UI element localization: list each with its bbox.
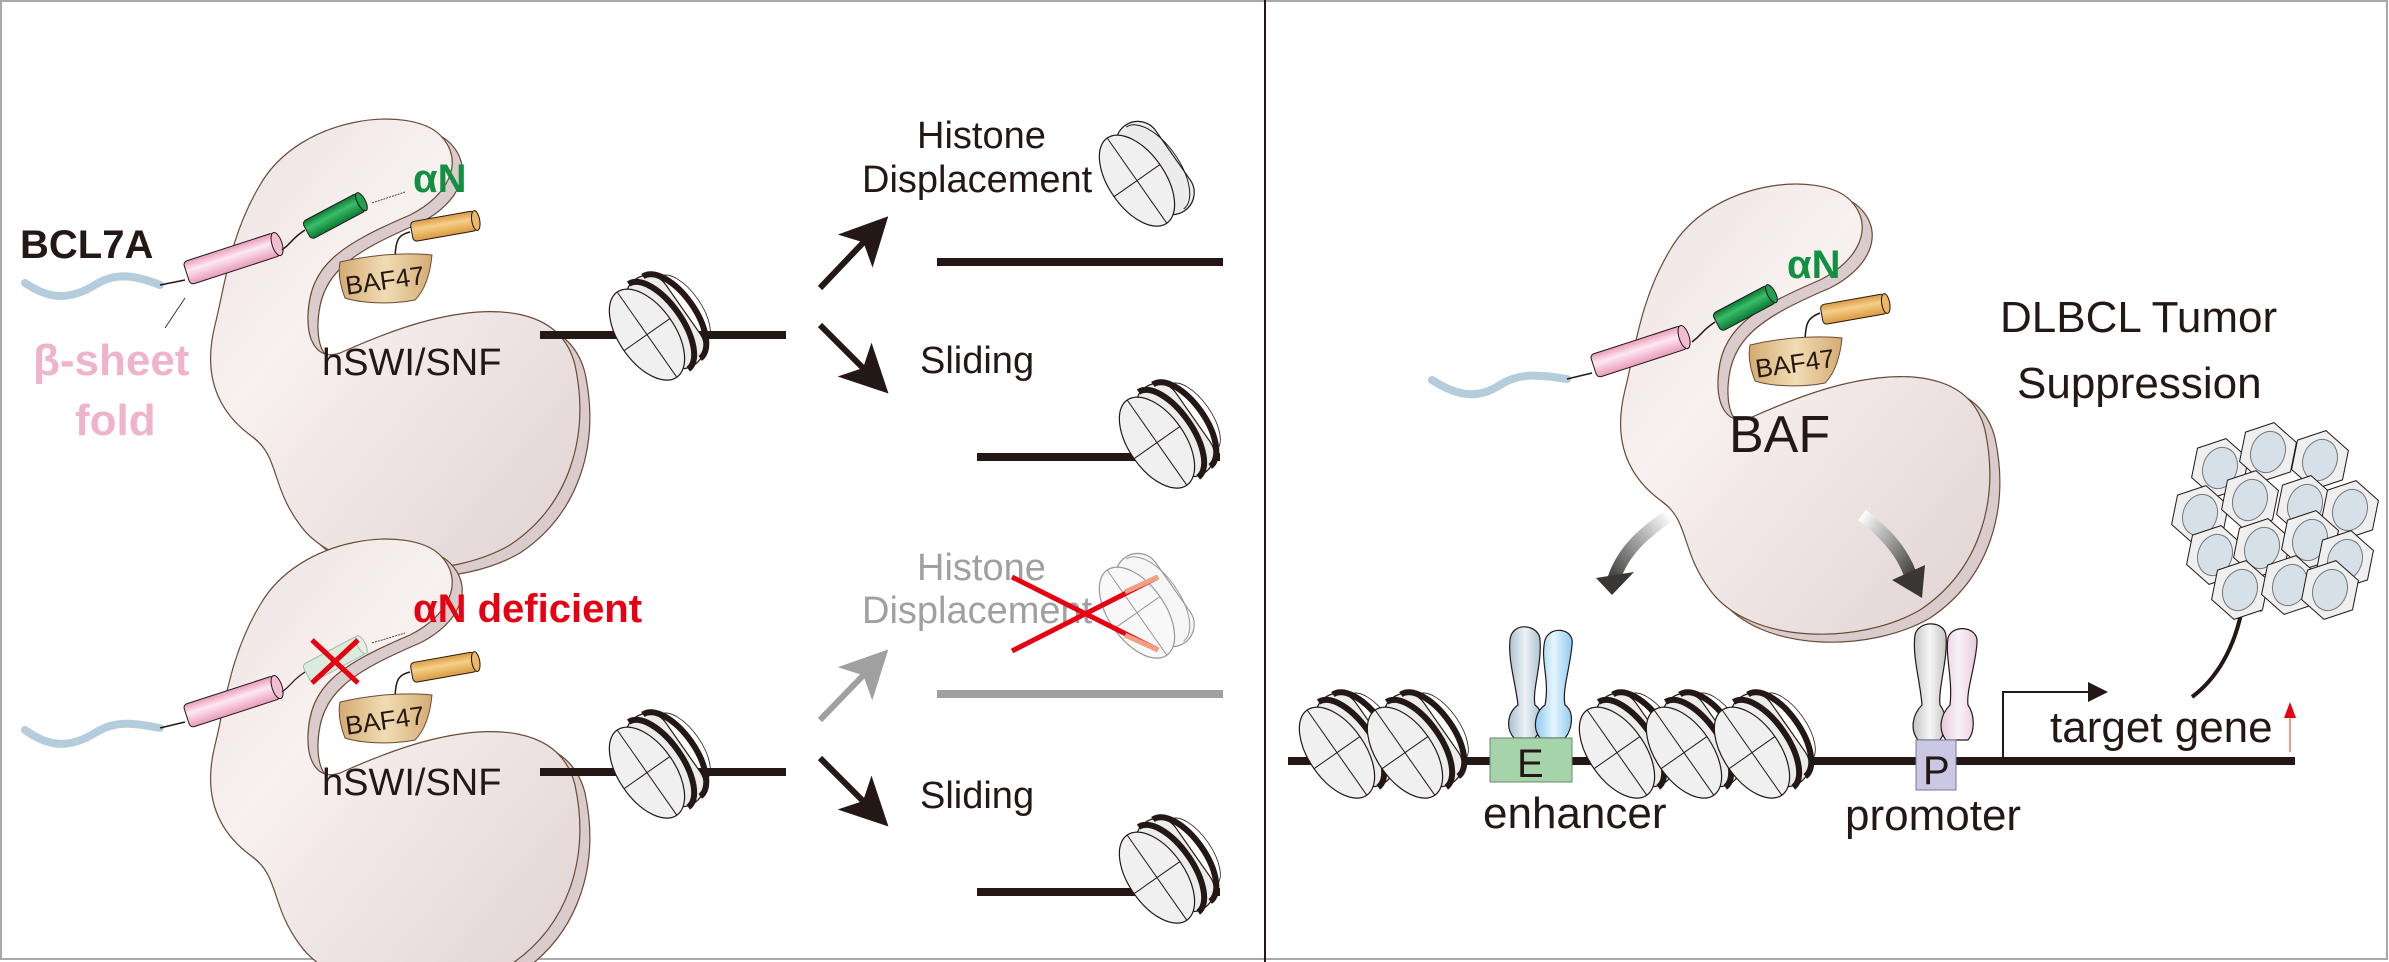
orange-helix bbox=[410, 651, 481, 683]
tumor-cell-nucleus bbox=[2196, 533, 2234, 577]
enhancer-letter: E bbox=[1517, 742, 1544, 786]
target-gene-label: target gene bbox=[2050, 703, 2273, 752]
enhancer-label: enhancer bbox=[1483, 789, 1666, 838]
outcome-sliding: Sliding bbox=[920, 775, 1034, 817]
alpha-n-label: αN bbox=[413, 157, 466, 201]
tumor-cell-nucleus bbox=[2311, 568, 2349, 612]
enhancer-box bbox=[1489, 737, 1573, 783]
inhibition-line-icon bbox=[2190, 603, 2245, 699]
slid-nucleosome-icon bbox=[1104, 364, 1237, 501]
beta-sheet-cylinder bbox=[183, 232, 284, 285]
promoter-box bbox=[1915, 739, 1957, 791]
bcl7a-tail bbox=[1428, 371, 1571, 399]
baf47-subunit bbox=[1748, 336, 1843, 387]
alpha-n-deficient-label: αN deficient bbox=[413, 587, 642, 631]
nucleosome-icon bbox=[594, 256, 727, 393]
tumor-cells-icon bbox=[2171, 422, 2379, 620]
deleted-x-icon bbox=[310, 638, 360, 685]
beta-sheet-label-line1: β-sheet bbox=[33, 336, 190, 385]
outcome-histone-line1: Histone bbox=[917, 115, 1046, 157]
tumor-cell-nucleus bbox=[2243, 526, 2281, 570]
outcome-sliding: Sliding bbox=[920, 340, 1034, 382]
displaced-octamer-icon bbox=[1083, 111, 1206, 240]
beta-sheet-cylinder bbox=[183, 675, 284, 728]
orange-helix bbox=[410, 210, 481, 242]
blocked-arrow-up-icon bbox=[817, 649, 889, 723]
beta-sheet-label-line2: fold bbox=[75, 396, 156, 445]
arrow-down-icon bbox=[817, 755, 889, 827]
promoter-letter: P bbox=[1923, 749, 1950, 793]
slid-nucleosome-icon bbox=[1104, 799, 1237, 936]
alpha-n-label: αN bbox=[1787, 243, 1840, 287]
nucleosome-icon bbox=[1352, 674, 1485, 811]
nucleosome-icon bbox=[594, 694, 727, 831]
title-line2: Suppression bbox=[2017, 359, 2262, 408]
tumor-cell-nucleus bbox=[2249, 430, 2287, 474]
bcl7a-tail bbox=[21, 719, 164, 748]
bcl7a-tail bbox=[21, 272, 164, 300]
complex-label: hSWI/SNF bbox=[322, 342, 501, 384]
tumor-cell-nucleus bbox=[2231, 478, 2269, 522]
baf-label: BAF bbox=[1729, 406, 1830, 464]
alpha-n-helix bbox=[1712, 284, 1778, 331]
arrow-down-icon bbox=[817, 322, 889, 394]
beta-sheet-leader bbox=[164, 297, 186, 329]
tumor-cell-nucleus bbox=[2201, 446, 2239, 490]
enhancer-transcription-factors bbox=[1508, 626, 1573, 739]
baf47-subunit bbox=[338, 253, 433, 304]
tss-arrow-icon bbox=[2002, 691, 2090, 759]
orange-helix bbox=[1820, 293, 1891, 325]
title-line1: DLBCL Tumor bbox=[2000, 293, 2277, 342]
promoter-label: promoter bbox=[1845, 791, 2021, 840]
complex-label: hSWI/SNF bbox=[322, 762, 501, 804]
arrow-up-icon bbox=[817, 216, 889, 291]
nucleosome-icon bbox=[1699, 674, 1832, 811]
outcome-histone-line2: Displacement bbox=[862, 159, 1093, 201]
tumor-cell-nucleus bbox=[2331, 488, 2369, 532]
tumor-cell-nucleus bbox=[2221, 568, 2259, 612]
blocked-x-icon bbox=[1010, 574, 1160, 654]
promoter-transcription-factors bbox=[1912, 623, 1978, 741]
alpha-n-helix bbox=[302, 192, 368, 239]
beta-sheet-cylinder bbox=[1590, 325, 1691, 378]
bcl7a-label: BCL7A bbox=[20, 223, 153, 267]
baf47-subunit bbox=[338, 693, 433, 744]
